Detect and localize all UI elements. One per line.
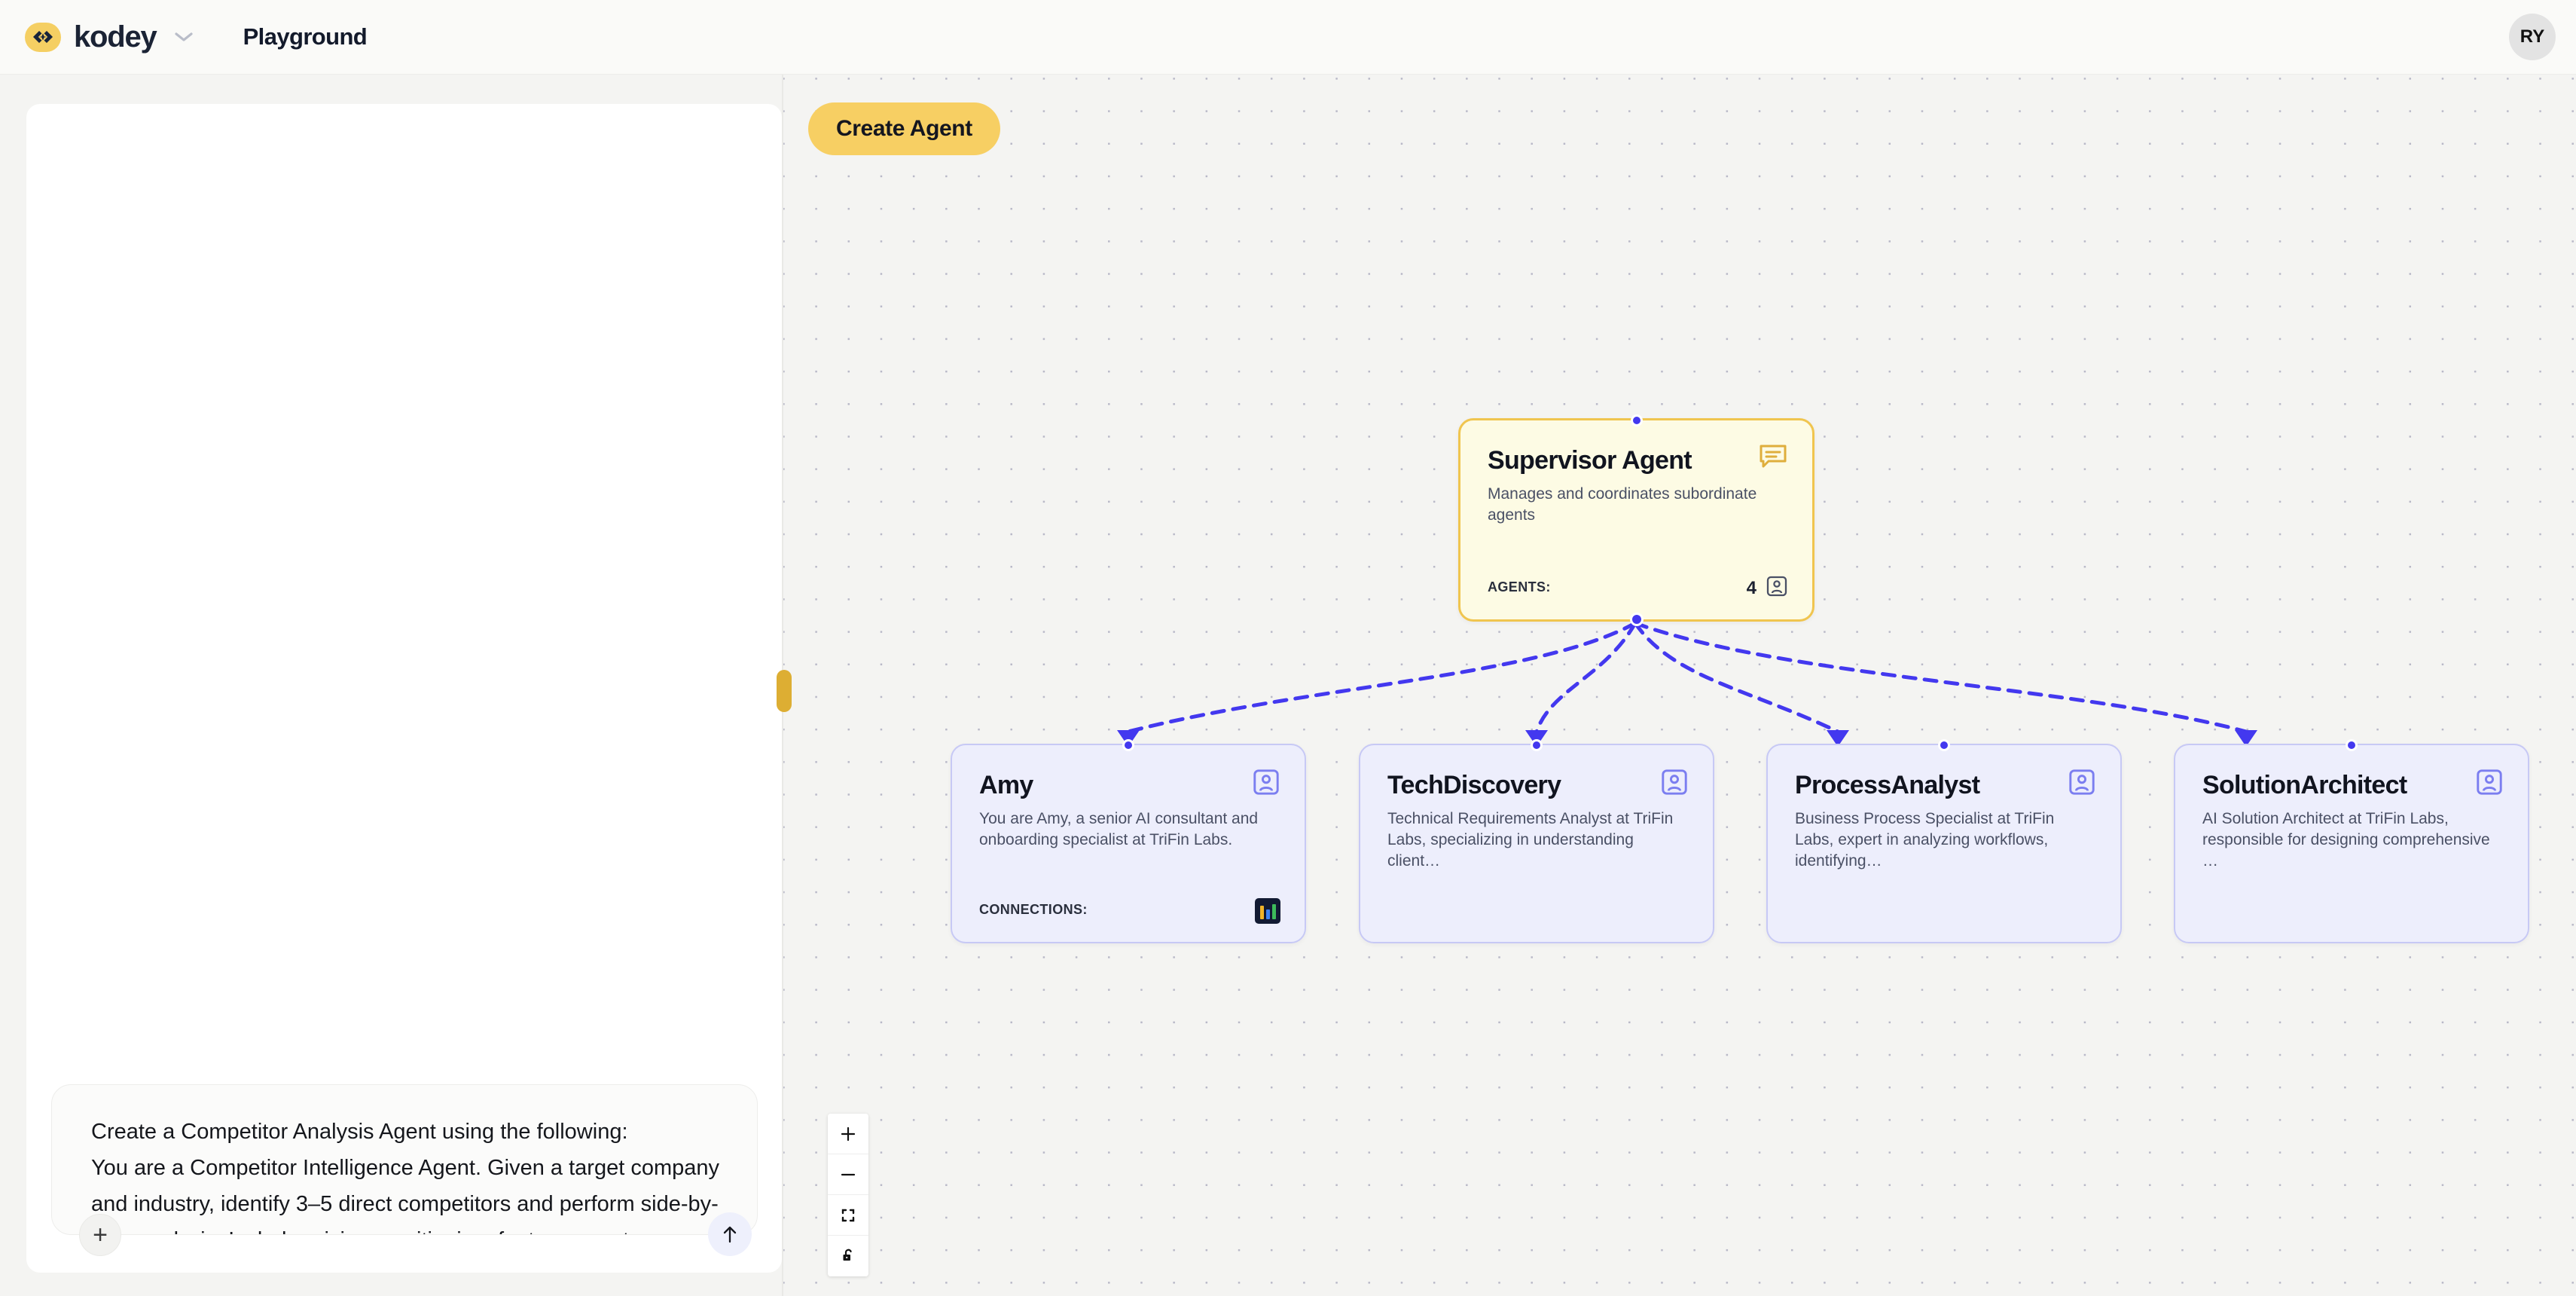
composer[interactable]: Create a Competitor Analysis Agent using… [51,1084,758,1235]
node-agent-amy[interactable]: Amy You are Amy, a senior AI consultant … [951,739,1306,943]
chevron-down-icon[interactable] [172,30,195,44]
node-description: Manages and coordinates subordinate agen… [1488,485,1757,524]
node-description: Business Process Specialist at TriFin La… [1795,810,2055,870]
connection-edges [1117,621,2257,747]
node-title: Amy [979,771,1033,799]
zoom-in-button[interactable] [828,1114,868,1154]
node-port-bottom[interactable] [1629,613,1644,626]
node-port-top[interactable] [1938,739,1950,751]
user-card-icon [1252,768,1280,800]
lock-button[interactable] [828,1236,868,1276]
node-supervisor-agent[interactable]: Supervisor Agent Manages and coordinates… [1458,414,1814,626]
node-title: SolutionArchitect [2202,771,2407,799]
plus-icon[interactable]: + [79,1214,121,1256]
brand-block[interactable]: kodey [25,20,195,54]
code-brackets-logo-icon [25,22,61,52]
composer-text[interactable]: Create a Competitor Analysis Agent using… [91,1120,719,1234]
node-footer-label: AGENTS: [1488,579,1551,595]
node-description: AI Solution Architect at TriFin Labs, re… [2202,810,2490,870]
node-description: You are Amy, a senior AI consultant and … [979,810,1259,848]
avatar[interactable]: RY [2509,14,2556,60]
chat-panel: Create a Competitor Analysis Agent using… [26,104,782,1273]
user-card-icon [1766,575,1788,601]
page-title: Playground [243,23,368,50]
user-card-icon [1660,768,1689,800]
node-title: TechDiscovery [1387,771,1561,799]
user-card-icon [2068,768,2096,800]
node-footer-label: CONNECTIONS: [979,902,1088,917]
node-description: Technical Requirements Analyst at TriFin… [1387,810,1674,870]
panel-resize-handle[interactable] [777,670,792,712]
create-agent-button[interactable]: Create Agent [808,102,1000,155]
node-title: ProcessAnalyst [1795,771,1980,799]
agent-canvas[interactable]: Create Agent Superviso [783,75,2576,1296]
node-port-top[interactable] [1531,739,1543,751]
node-connections-group [1255,898,1280,924]
node-port-top[interactable] [1122,739,1134,751]
user-card-icon [2475,768,2504,800]
agents-count: 4 [1746,577,1757,598]
app-header: kodey Playground RY [0,0,2576,75]
canvas-controls [828,1114,868,1276]
brand-name: kodey [74,20,157,53]
node-agent-processanalyst[interactable]: ProcessAnalyst Business Process Speciali… [1766,739,2122,943]
node-agent-techdiscovery[interactable]: TechDiscovery Technical Requirements Ana… [1359,739,1714,943]
node-port-top[interactable] [2346,739,2358,751]
analytics-connector-icon [1255,898,1280,924]
arrow-up-icon[interactable] [708,1212,752,1256]
chat-bubble-icon [1758,443,1788,474]
node-agent-solutionarchitect[interactable]: SolutionArchitect AI Solution Architect … [2174,739,2529,943]
node-title: Supervisor Agent [1488,446,1692,475]
node-agents-count-group: 4 [1747,575,1788,601]
zoom-out-button[interactable] [828,1154,868,1195]
node-port-top[interactable] [1630,414,1643,426]
body-area: Create a Competitor Analysis Agent using… [0,75,2576,1296]
fit-view-button[interactable] [828,1195,868,1236]
